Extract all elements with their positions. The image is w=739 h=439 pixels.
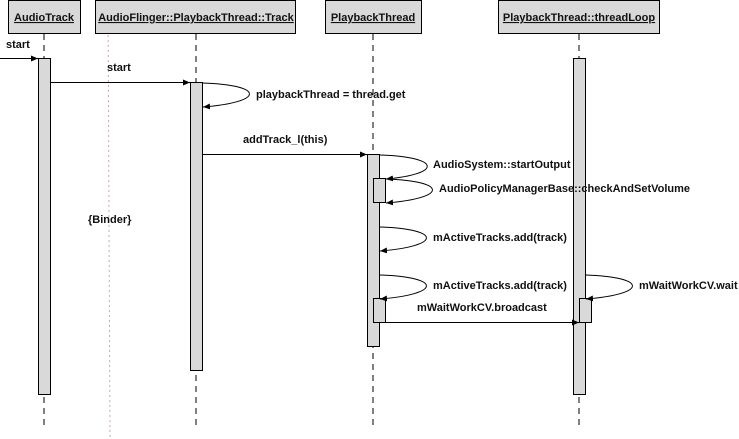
message-self-activetracks-add-1: mActiveTracks.add(track) [379, 226, 567, 254]
message-self-thread-get: playbackThread = thread.get [202, 82, 406, 110]
participant-audiotrack[interactable]: AudioTrack [8, 0, 81, 34]
message-self-activetracks-add-2: mActiveTracks.add(track) [379, 274, 567, 302]
participant-playbackthread[interactable]: PlaybackThread [325, 0, 422, 34]
participant-label: AudioTrack [14, 12, 75, 24]
message-addtrack: addTrack_l(this) [202, 134, 367, 158]
message-label: AudioPolicyManagerBase::checkAndSetVolum… [439, 183, 690, 195]
message-label: mActiveTracks.add(track) [433, 232, 567, 244]
message-label: mWaitWorkCV.wait [639, 280, 738, 292]
message-self-waitworkcv-wait: mWaitWorkCV.wait [585, 274, 738, 302]
activation-playbackthread-nested-1 [373, 178, 386, 203]
message-waitworkcv-broadcast: mWaitWorkCV.broadcast [385, 302, 579, 326]
message-label: addTrack_l(this) [243, 134, 328, 146]
binder-boundary-line [107, 0, 111, 439]
participant-track[interactable]: AudioFlinger::PlaybackThread::Track [95, 0, 296, 34]
participant-label: AudioFlinger::PlaybackThread::Track [98, 12, 294, 24]
binder-label: {Binder} [88, 214, 132, 226]
message-start-external: start [0, 39, 38, 62]
message-label: mWaitWorkCV.broadcast [417, 302, 547, 314]
message-self-startoutput: AudioSystem::startOutput [379, 154, 571, 182]
activation-playbackthread-nested-2 [373, 298, 386, 323]
activation-threadloop [573, 58, 586, 395]
participant-label: PlaybackThread [331, 12, 415, 24]
activation-track [190, 82, 203, 371]
message-label: AudioSystem::startOutput [433, 159, 571, 171]
message-start: start [50, 62, 190, 86]
message-self-checkandsetvolume: AudioPolicyManagerBase::checkAndSetVolum… [385, 178, 690, 206]
message-label: start [107, 62, 131, 74]
activation-threadloop-nested [579, 298, 592, 323]
participant-label: PlaybackThread::threadLoop [503, 12, 655, 24]
message-label: start [6, 39, 30, 51]
message-label: playbackThread = thread.get [256, 89, 406, 101]
message-label: mActiveTracks.add(track) [433, 280, 567, 292]
participant-threadloop[interactable]: PlaybackThread::threadLoop [498, 0, 660, 34]
activation-audiotrack [38, 58, 51, 395]
